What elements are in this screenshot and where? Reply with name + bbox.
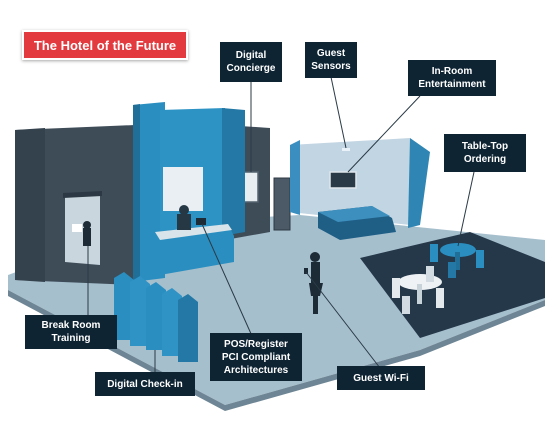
desk-window [163, 167, 203, 211]
break-room-door-frame [63, 191, 102, 198]
label-digital-check-in: Digital Check-in [95, 372, 195, 396]
chair-white-1 [392, 278, 400, 298]
label-in-room-entertainment: In-Room Entertainment [408, 60, 496, 96]
floor-front-edge [8, 290, 545, 411]
guest-body [311, 262, 320, 284]
pillar-left-side [133, 104, 140, 282]
break-room-person [83, 228, 91, 246]
kiosk-4 [162, 288, 182, 356]
pos-terminal [196, 218, 206, 225]
guest-phone [304, 268, 308, 274]
label-break-room-training: Break Room Training [25, 315, 117, 349]
kiosk-1 [114, 272, 134, 340]
leader-lines [87, 76, 475, 372]
chair-blue-2 [476, 250, 484, 268]
kiosk-2 [130, 276, 150, 346]
leader-pos [201, 223, 253, 337]
table-blue [440, 243, 476, 257]
break-room-screen [72, 224, 82, 232]
leader-sensors [330, 76, 347, 149]
kiosk-5 [178, 294, 198, 362]
clerk-head [179, 205, 189, 215]
break-room-person-head [83, 221, 91, 229]
kiosk-3 [146, 282, 166, 350]
label-pos-register: POS/Register PCI Compliant Architectures [210, 333, 302, 381]
chair-white-4 [426, 266, 434, 282]
table-white-leg [417, 284, 422, 304]
front-desk-top [155, 224, 232, 240]
chair-white-3 [402, 296, 410, 314]
table-blue-leg [455, 252, 460, 270]
back-wall-shadow [15, 128, 45, 282]
chair-blue-1 [430, 244, 438, 262]
pillar-right [222, 108, 245, 236]
break-room-door [65, 193, 100, 265]
concierge-kiosk [243, 171, 259, 203]
label-digital-concierge: Digital Concierge [220, 42, 282, 82]
chair-white-2 [436, 288, 444, 308]
guest-room-side-wall [408, 138, 430, 228]
leader-entertainment [347, 95, 421, 173]
label-table-top-ordering: Table-Top Ordering [444, 134, 526, 172]
back-door [273, 177, 291, 231]
clerk-body [177, 214, 191, 230]
leader-tabletop [457, 171, 475, 247]
guest-bed-top [318, 206, 390, 222]
chair-blue-3 [448, 262, 456, 278]
page-title: The Hotel of the Future [22, 30, 188, 60]
sensor-light [342, 148, 350, 151]
guest-room-divider [290, 140, 300, 215]
guest-head [310, 252, 320, 262]
label-guest-wifi: Guest Wi-Fi [337, 366, 425, 390]
guest-skirt [309, 283, 323, 296]
guest-legs [313, 296, 318, 314]
leader-wifi [305, 271, 381, 369]
label-guest-sensors: Guest Sensors [305, 42, 357, 78]
in-room-tv [329, 171, 357, 189]
